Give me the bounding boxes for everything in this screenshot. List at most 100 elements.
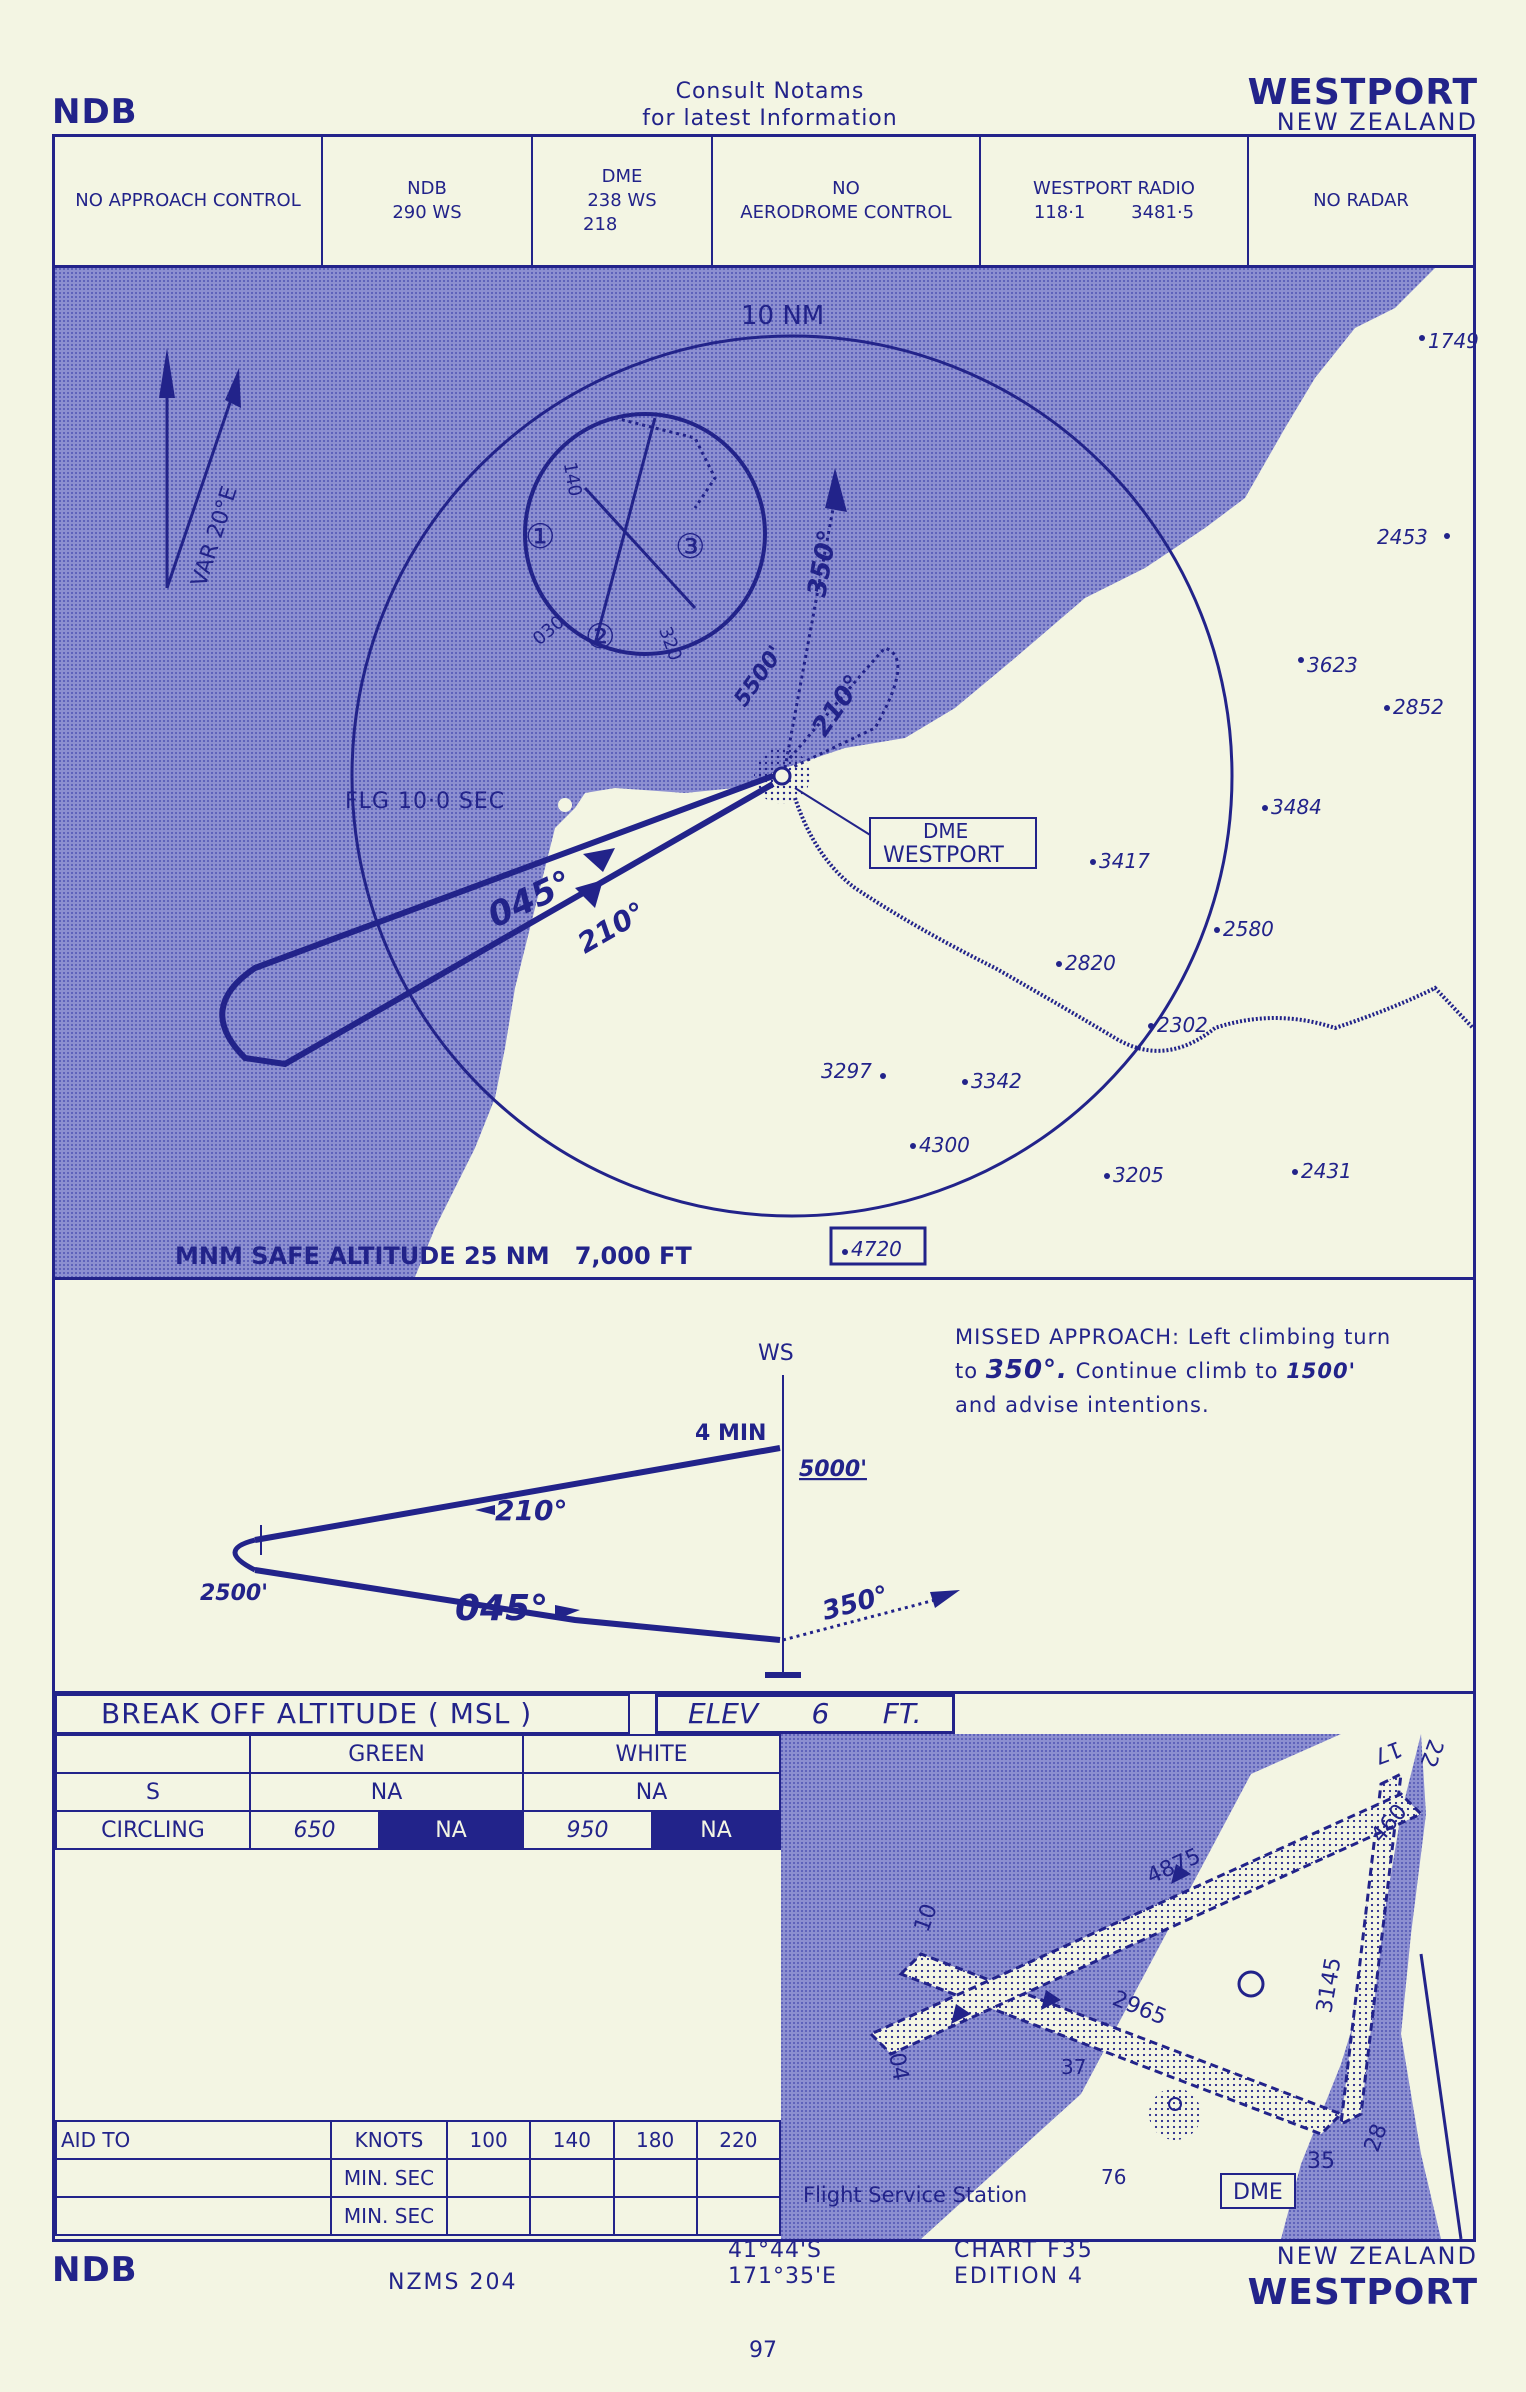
coordinates: 41°44'S 171°35'E <box>728 2238 837 2290</box>
blank-cell <box>55 2196 332 2236</box>
approach-control-cell: NO APPROACH CONTROL <box>55 137 323 265</box>
dme-channel: 238 WS <box>587 190 657 211</box>
spot-height-max: 4720 <box>851 1237 902 1261</box>
elevation-mark: 76 <box>1101 2165 1126 2189</box>
rwy-label: 04 <box>883 2051 912 2083</box>
dme-box: DME WESTPORT <box>869 817 1037 869</box>
blank-cell <box>612 2196 698 2236</box>
notam-line-2: for latest Information <box>642 106 898 131</box>
profile-outbound <box>254 1445 781 1543</box>
dme-label: DME <box>601 166 643 187</box>
speed-220: 220 <box>695 2120 782 2160</box>
blank-cell <box>445 2158 532 2198</box>
missed-line-1: MISSED APPROACH: Left climbing turn <box>955 1325 1391 1349</box>
profile-inbound <box>254 1567 781 1643</box>
missed-continue: Continue climb to <box>1076 1359 1279 1383</box>
ndb-label: NDB <box>407 178 447 199</box>
green-header: GREEN <box>249 1734 524 1774</box>
speed-140: 140 <box>529 2120 615 2160</box>
blank-cell <box>695 2158 782 2198</box>
inbound-arrow <box>583 848 615 872</box>
profile-outbound-arrow <box>475 1505 495 1515</box>
blank-cell <box>55 1734 251 1774</box>
aerodrome-control: AERODROME CONTROL <box>740 202 952 223</box>
light-label: FLG 10·0 SEC <box>345 789 505 814</box>
turn-alt-label: 2500' <box>200 1581 268 1606</box>
missed-approach-text: MISSED APPROACH: Left climbing turn to 3… <box>955 1325 1391 1417</box>
dme-box-label: DME <box>923 819 968 843</box>
row-label: CIRCLING <box>55 1810 251 1850</box>
missed-heading: 350°. <box>986 1355 1068 1385</box>
speed-100: 100 <box>445 2120 532 2160</box>
plan-view: 10 NM ① ② ③ 140 030 320 VAR 20°E <box>52 268 1479 1280</box>
dme-cell: DME 238 WS 218 <box>533 137 713 265</box>
runway-17-35 <box>1339 1771 1403 2127</box>
lower-section: BREAK OFF ALTITUDE ( MSL ) ELEV 6 FT. GR… <box>52 1694 1476 2242</box>
table-row: S NA NA <box>55 1772 781 1812</box>
aerodrome-shore <box>1401 1734 1473 2239</box>
spot-heights: 1749 2453 3623 2852 3484 3417 2580 2820 … <box>821 329 1479 1266</box>
spot-height: 2852 <box>1393 695 1444 719</box>
rwy-label: 35 <box>1307 2149 1335 2174</box>
spot-height: 3417 <box>1099 849 1150 873</box>
minima-table: GREEN WHITE S NA NA CIRCLING 650 NA 950 … <box>55 1734 781 1850</box>
radio-name: WESTPORT RADIO <box>1033 178 1195 199</box>
info-bar: NO APPROACH CONTROL NDB 290 WS DME 238 W… <box>52 134 1476 268</box>
spot-height: 2302 <box>1157 1013 1208 1037</box>
dme-box-name: WESTPORT <box>883 843 1004 868</box>
radio-frequencies: 118·1 3481·5 <box>1034 201 1194 225</box>
runway-arrow <box>951 2004 971 2024</box>
table-row: MIN. SEC <box>55 2158 782 2198</box>
ndb-cell: NDB 290 WS <box>323 137 533 265</box>
ndb-ground-symbol <box>765 1672 801 1678</box>
blank-cell <box>445 2196 532 2236</box>
table-row: MIN. SEC <box>55 2196 782 2236</box>
min-sec-label: MIN. SEC <box>330 2196 448 2236</box>
runway-arrow <box>1041 1990 1061 2010</box>
outbound-arrow <box>575 880 603 908</box>
chart-edition: EDITION 4 <box>954 2264 1085 2289</box>
spot-height: 4300 <box>919 1133 970 1157</box>
timing-table: AID TO KNOTS 100 140 180 220 MIN. SEC MI… <box>55 2120 782 2236</box>
table-row: CIRCLING 650 NA 950 NA <box>55 1810 781 1850</box>
speed-180: 180 <box>612 2120 698 2160</box>
runway-arrow <box>1171 1864 1191 1884</box>
chart-info: CHART F35 EDITION 4 <box>954 2238 1094 2290</box>
aid-to-label: AID TO <box>55 2120 332 2160</box>
sector-2-label: ② <box>585 617 615 657</box>
sector-diagram: ① ② ③ 140 030 320 <box>523 412 767 664</box>
airport-name: WESTPORT <box>1247 72 1478 113</box>
blank-cell <box>695 2196 782 2236</box>
notam-line-1: Consult Notams <box>675 79 865 104</box>
profile-missed-arrow <box>930 1590 960 1608</box>
missed-altitude: 1500' <box>1286 1359 1356 1383</box>
chart-number: CHART F35 <box>954 2238 1094 2263</box>
missed-arrow <box>825 468 847 512</box>
row-label: S <box>55 1772 251 1812</box>
profile-view: WS 4 MIN 5000' 2500' 210° 045° 350° MISS… <box>52 1280 1476 1694</box>
blank-cell <box>612 2158 698 2198</box>
missed-line-2: to 350°. Continue climb to 1500' <box>955 1355 1356 1385</box>
map-reference: NZMS 204 <box>388 2270 518 2295</box>
dme-sub: 218 <box>583 214 618 235</box>
table-row: AID TO KNOTS 100 140 180 220 <box>55 2120 782 2160</box>
elevation-mark: 37 <box>1061 2055 1086 2079</box>
profile-missed <box>782 1598 936 1642</box>
min-sec-label: MIN. SEC <box>330 2158 448 2198</box>
spot-height: 2453 <box>1377 525 1428 549</box>
spot-height: 3297 <box>821 1059 872 1083</box>
spot-height: 2431 <box>1301 1159 1352 1183</box>
latitude: 41°44'S <box>728 2238 823 2263</box>
outbound-track-label: 210° <box>572 895 651 960</box>
white-header: WHITE <box>522 1734 781 1774</box>
longitude: 171°35'E <box>728 2264 837 2289</box>
msa-label: MNM SAFE ALTITUDE 25 NM 7,000 FT <box>175 1242 692 1270</box>
spot-height: 3342 <box>971 1069 1022 1093</box>
spot-height: 3484 <box>1271 795 1322 819</box>
procedure-type: NDB <box>52 92 138 132</box>
profile-diagram: WS 4 MIN 5000' 2500' 210° 045° 350° MISS… <box>200 1325 1391 1678</box>
river <box>793 797 1475 1053</box>
profile-inbound-arrow <box>555 1605 580 1620</box>
profile-inbound-label: 045° <box>455 1588 548 1629</box>
approach-racetrack <box>219 773 775 1068</box>
